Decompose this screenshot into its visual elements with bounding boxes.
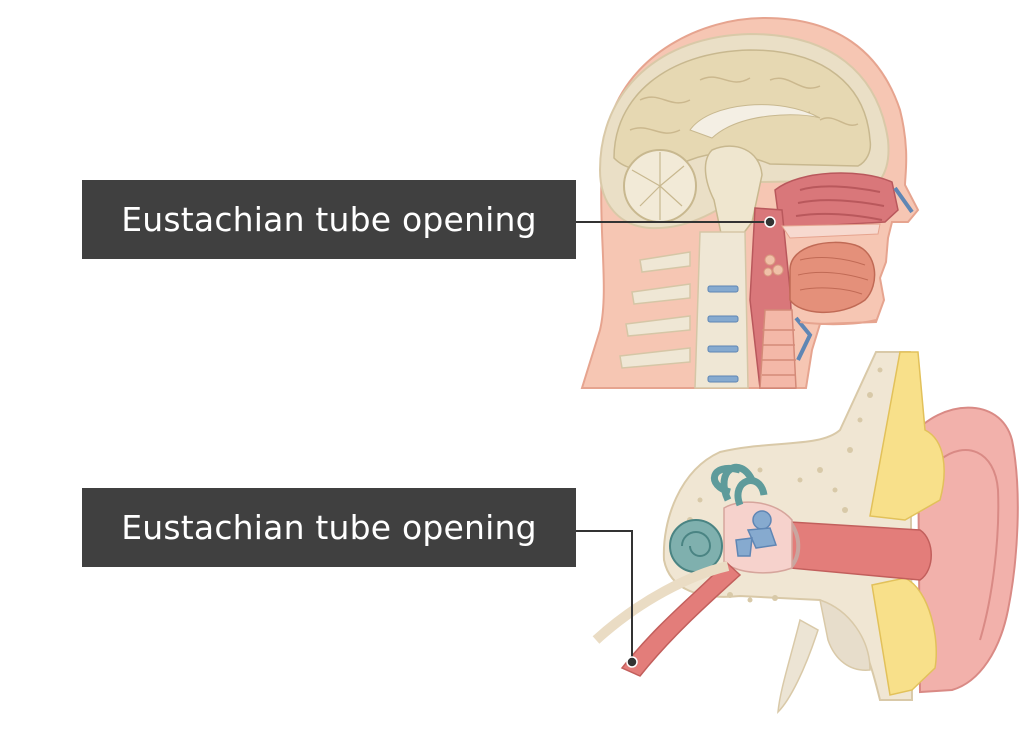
- brainstem: [704, 145, 763, 239]
- palate: [781, 223, 881, 239]
- spinous-processes: [619, 251, 691, 369]
- eustachian-tube: [620, 560, 742, 677]
- corpus-callosum: [689, 104, 821, 139]
- mandible: [799, 319, 877, 326]
- mastoid-process: [819, 598, 871, 671]
- bone-pores: [687, 367, 883, 603]
- label-text: Eustachian tube opening: [121, 200, 537, 239]
- larynx: [759, 309, 797, 389]
- ear-canal-cartilage-lower: [871, 577, 937, 696]
- ear-canal: [789, 521, 932, 581]
- ear-canal-cartilage-upper: [869, 351, 945, 521]
- nose-cartilage: [893, 186, 914, 214]
- semicircular-canals: [710, 464, 768, 507]
- intervertebral-discs: [707, 285, 739, 383]
- styloid-process: [777, 618, 819, 714]
- pointer-dot-head: [764, 216, 776, 228]
- label-text: Eustachian tube opening: [121, 508, 537, 547]
- tongue: [789, 241, 876, 314]
- nasal-conchae: [795, 185, 885, 221]
- head-sagittal-section: [580, 16, 920, 389]
- pointer-dot-ear: [626, 656, 638, 668]
- ear-section: [592, 351, 1019, 714]
- epiglottis: [794, 316, 813, 361]
- label-eustachian-tube-opening-head: Eustachian tube opening: [82, 180, 576, 259]
- tonsils: [763, 254, 784, 277]
- cochlea: [669, 519, 723, 573]
- spinal-column: [694, 231, 749, 389]
- leader-line-ear: [576, 530, 633, 660]
- label-eustachian-tube-opening-ear: Eustachian tube opening: [82, 488, 576, 567]
- ossicles: [735, 510, 778, 557]
- leader-lines: [576, 221, 770, 660]
